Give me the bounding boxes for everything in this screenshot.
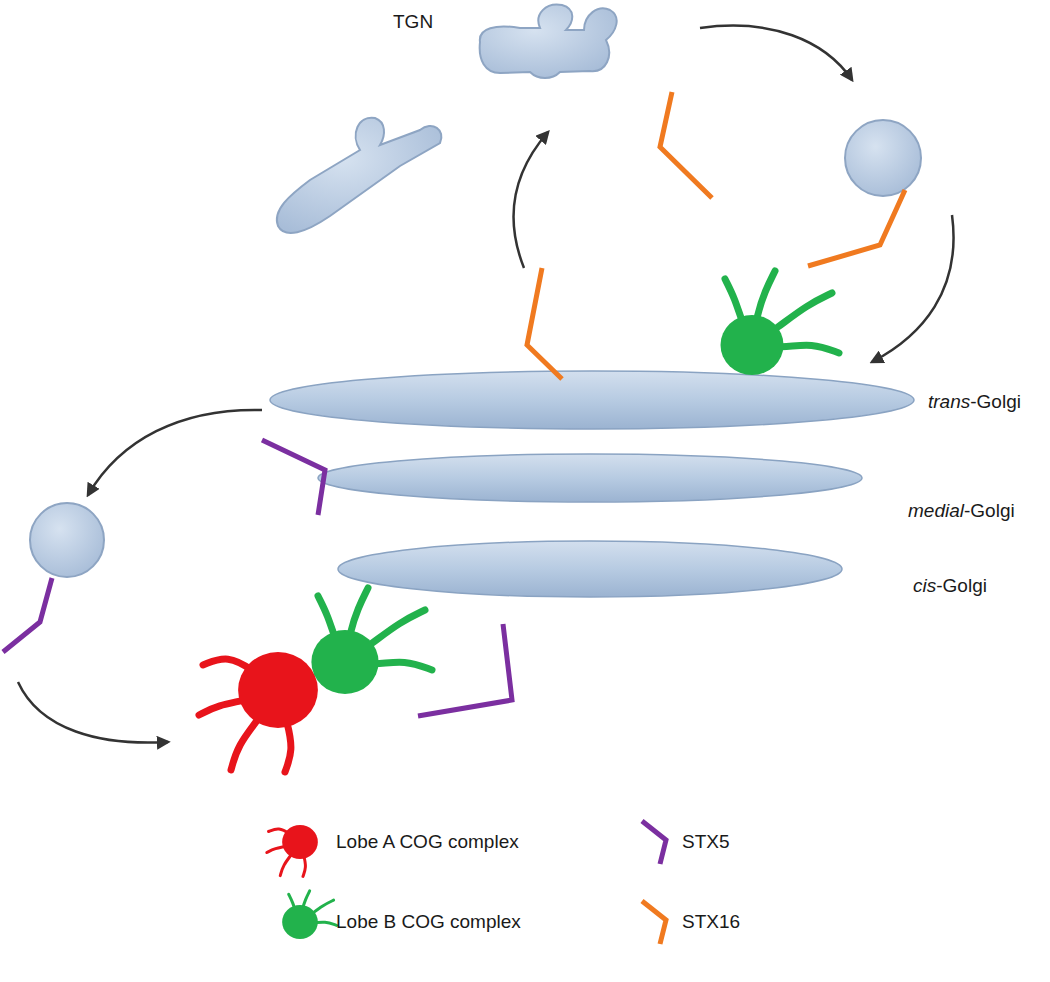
stx16-snare bbox=[527, 268, 562, 379]
cisterna-label: medial-Golgi bbox=[908, 500, 1015, 523]
legend-label: STX16 bbox=[682, 911, 740, 934]
golgi-cisterna: medial-Golgi bbox=[318, 451, 1017, 524]
cog-tentacle bbox=[752, 293, 832, 345]
legend-swatch bbox=[642, 821, 666, 864]
transport-vesicle bbox=[30, 503, 104, 577]
trafficking-arrow bbox=[700, 26, 852, 80]
stx5-snare bbox=[418, 624, 512, 716]
legend-stx-glyph bbox=[642, 821, 666, 864]
cog-tentacle bbox=[752, 345, 839, 353]
cisterna-membrane bbox=[318, 454, 862, 502]
legend-label: Lobe A COG complex bbox=[336, 831, 519, 854]
cog-body bbox=[238, 652, 318, 728]
tgn-membrane bbox=[277, 118, 442, 233]
legend-swatch bbox=[282, 891, 336, 939]
trafficking-arrow bbox=[88, 410, 262, 495]
cog-body bbox=[282, 905, 318, 939]
golgi-cisterna: trans-Golgi bbox=[270, 368, 1023, 432]
legend-label: Lobe B COG complex bbox=[336, 911, 521, 934]
trafficking-arrow bbox=[18, 682, 168, 743]
legend-cog-glyph bbox=[282, 891, 336, 939]
cog-tentacle bbox=[752, 271, 775, 345]
cog-lobe-a bbox=[199, 652, 318, 772]
cisterna-outline bbox=[270, 368, 1023, 432]
stx5-snare bbox=[3, 578, 52, 652]
legend-stx-glyph bbox=[642, 901, 666, 944]
cisterna-membrane bbox=[270, 371, 914, 429]
legend-cog-glyph bbox=[267, 825, 318, 876]
trafficking-arrow bbox=[514, 132, 548, 268]
legend-swatch bbox=[642, 901, 666, 944]
compartment-label: TGN bbox=[393, 11, 433, 34]
cog-tentacle bbox=[231, 690, 278, 770]
stx16-snare bbox=[660, 92, 712, 198]
cisterna-label: cis-Golgi bbox=[913, 575, 987, 598]
legend-swatch bbox=[267, 825, 318, 876]
cog-tentacle bbox=[345, 610, 425, 662]
cog-tentacle bbox=[278, 690, 291, 772]
legend-label: STX5 bbox=[682, 831, 730, 854]
cog-tentacle bbox=[345, 662, 432, 670]
cog-body bbox=[311, 630, 378, 694]
cog-body bbox=[282, 825, 318, 859]
tgn-membrane bbox=[480, 5, 617, 78]
stx16-snare bbox=[808, 190, 905, 266]
cisterna-outline bbox=[338, 538, 989, 600]
trafficking-arrow bbox=[872, 215, 954, 362]
cog-tentacle bbox=[199, 690, 278, 715]
golgi-cisterna: cis-Golgi bbox=[338, 538, 989, 600]
cog-tentacle bbox=[203, 659, 278, 690]
cisterna-label: trans-Golgi bbox=[928, 391, 1021, 414]
cog-lobe-b bbox=[721, 271, 840, 375]
cog-lobe-b bbox=[311, 588, 432, 694]
cog-tentacle bbox=[725, 279, 752, 345]
cisterna-membrane bbox=[338, 541, 842, 597]
cog-tentacle bbox=[345, 588, 368, 662]
stx5-snare bbox=[262, 440, 325, 515]
cog-tentacle bbox=[318, 596, 345, 662]
cog-body bbox=[721, 315, 784, 375]
transport-vesicle bbox=[845, 120, 921, 196]
